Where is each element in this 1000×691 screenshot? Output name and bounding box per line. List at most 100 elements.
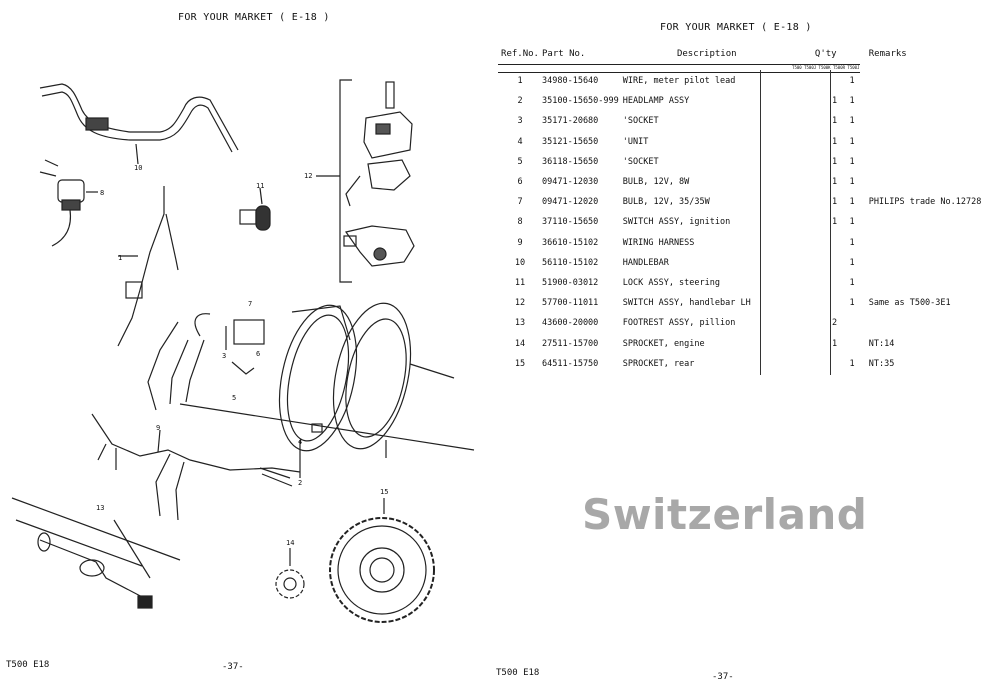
ref-no-cell: 11 bbox=[514, 277, 526, 288]
rear-sprocket-illustration bbox=[329, 498, 435, 623]
ref-no-cell: 3 bbox=[517, 116, 523, 127]
description-cell: BULB, 12V, 35/35W bbox=[622, 197, 710, 208]
handlebar-switch-illustration bbox=[343, 81, 415, 267]
remarks-cell bbox=[861, 152, 982, 172]
remarks-cell bbox=[861, 132, 982, 152]
qty-cell: 1 bbox=[831, 96, 838, 107]
ref-no-cell: 7 bbox=[517, 197, 523, 208]
remarks-cell bbox=[861, 172, 982, 192]
part-no-cell: 09471-12030 bbox=[542, 177, 599, 188]
qty-cell bbox=[808, 233, 826, 253]
qty-cell bbox=[791, 313, 809, 333]
ref-no-cell: 6 bbox=[517, 177, 523, 188]
qty-cell: 2 bbox=[831, 318, 838, 329]
ref-no-cell: 13 bbox=[514, 318, 526, 329]
qty-cell bbox=[826, 253, 844, 273]
qty-cell bbox=[791, 152, 809, 172]
ref-no-cell: 4 bbox=[517, 136, 523, 147]
parts-table: Ref.No. Part No. Description Q'ty Remark… bbox=[498, 45, 981, 374]
callout-15: 15 bbox=[380, 488, 388, 496]
callout-10: 10 bbox=[134, 164, 142, 172]
qty-cell: 1 bbox=[831, 217, 838, 228]
remarks-cell: Same as T500-3E1 bbox=[868, 298, 951, 309]
qty-cell bbox=[808, 71, 826, 91]
qty-cell: 1 bbox=[831, 338, 838, 349]
qty-cell: 1 bbox=[849, 217, 855, 228]
description-cell: WIRING HARNESS bbox=[622, 237, 695, 248]
ref-no-cell: 15 bbox=[514, 358, 526, 369]
qty-cell bbox=[826, 71, 844, 91]
qty-cell bbox=[808, 212, 826, 232]
header-remarks: Remarks bbox=[868, 49, 907, 59]
part-no-cell: 56110-15102 bbox=[542, 257, 599, 268]
qty-cell bbox=[791, 212, 809, 232]
wiring-harness-illustration bbox=[91, 413, 301, 521]
description-cell: 'SOCKET bbox=[622, 156, 659, 167]
description-cell: SWITCH ASSY, ignition bbox=[622, 217, 731, 228]
qty-cell bbox=[826, 233, 844, 253]
qty-cell bbox=[808, 313, 826, 333]
part-no-cell: 43600-20000 bbox=[542, 318, 599, 329]
qty-cell: 1 bbox=[849, 277, 855, 288]
remarks-cell bbox=[861, 253, 982, 273]
part-no-cell: 34980-15640 bbox=[542, 76, 599, 87]
part-no-cell: 27511-15700 bbox=[542, 338, 599, 349]
remarks-cell bbox=[861, 273, 982, 293]
qty-cell bbox=[791, 71, 809, 91]
part-no-cell: 35171-20680 bbox=[542, 116, 599, 127]
qty-cell bbox=[808, 91, 826, 111]
qty-column-divider-right bbox=[830, 70, 831, 375]
callout-2: 2 bbox=[298, 479, 302, 487]
remarks-cell bbox=[861, 91, 982, 111]
header-ref-no: Ref.No. bbox=[501, 49, 539, 59]
part-no-cell: 37110-15650 bbox=[542, 217, 599, 228]
qty-model-subheader: T500 T500J T500K T500R T500J bbox=[792, 64, 860, 70]
header-part-no: Part No. bbox=[542, 49, 586, 59]
ref-no-cell: 9 bbox=[517, 237, 523, 248]
qty-cell bbox=[791, 111, 809, 131]
part-no-cell: 36118-15650 bbox=[542, 156, 599, 167]
header-qty: Q'ty bbox=[814, 49, 837, 59]
remarks-cell: NT:14 bbox=[868, 338, 895, 349]
header-rule-bottom bbox=[498, 72, 860, 73]
callout-6: 6 bbox=[256, 350, 260, 358]
qty-cell bbox=[808, 333, 826, 353]
callout-9: 9 bbox=[156, 424, 160, 432]
steering-lock-illustration bbox=[239, 187, 271, 231]
header-rule-top bbox=[498, 64, 860, 65]
header-description: Description bbox=[676, 49, 737, 59]
callout-3: 3 bbox=[222, 352, 226, 360]
qty-cell bbox=[843, 333, 861, 353]
qty-cell: 1 bbox=[849, 177, 855, 188]
remarks-cell: NT:35 bbox=[868, 358, 895, 369]
qty-cell bbox=[808, 354, 826, 374]
callout-5: 5 bbox=[232, 394, 236, 402]
qty-cell bbox=[808, 152, 826, 172]
callout-12: 12 bbox=[304, 172, 312, 180]
ref-no-cell: 12 bbox=[514, 298, 526, 309]
qty-cell: 1 bbox=[849, 136, 855, 147]
qty-cell: 1 bbox=[849, 156, 855, 167]
watermark-text: Switzerland bbox=[582, 490, 868, 539]
ref-no-cell: 2 bbox=[517, 96, 523, 107]
ref-no-cell: 14 bbox=[514, 338, 526, 349]
qty-cell: 1 bbox=[849, 96, 855, 107]
qty-cell: 1 bbox=[831, 116, 838, 127]
right-page-title: FOR YOUR MARKET ( E-18 ) bbox=[660, 22, 812, 33]
footrest-illustration bbox=[11, 497, 181, 609]
qty-cell: 1 bbox=[849, 237, 855, 248]
ignition-switch-illustration bbox=[39, 159, 98, 247]
qty-cell bbox=[808, 111, 826, 131]
handlebar-illustration bbox=[39, 83, 239, 153]
callout-7: 7 bbox=[248, 300, 252, 308]
ref-no-cell: 5 bbox=[517, 156, 523, 167]
part-no-cell: 35121-15650 bbox=[542, 136, 599, 147]
qty-cell: 1 bbox=[849, 257, 855, 268]
remarks-cell bbox=[861, 212, 982, 232]
